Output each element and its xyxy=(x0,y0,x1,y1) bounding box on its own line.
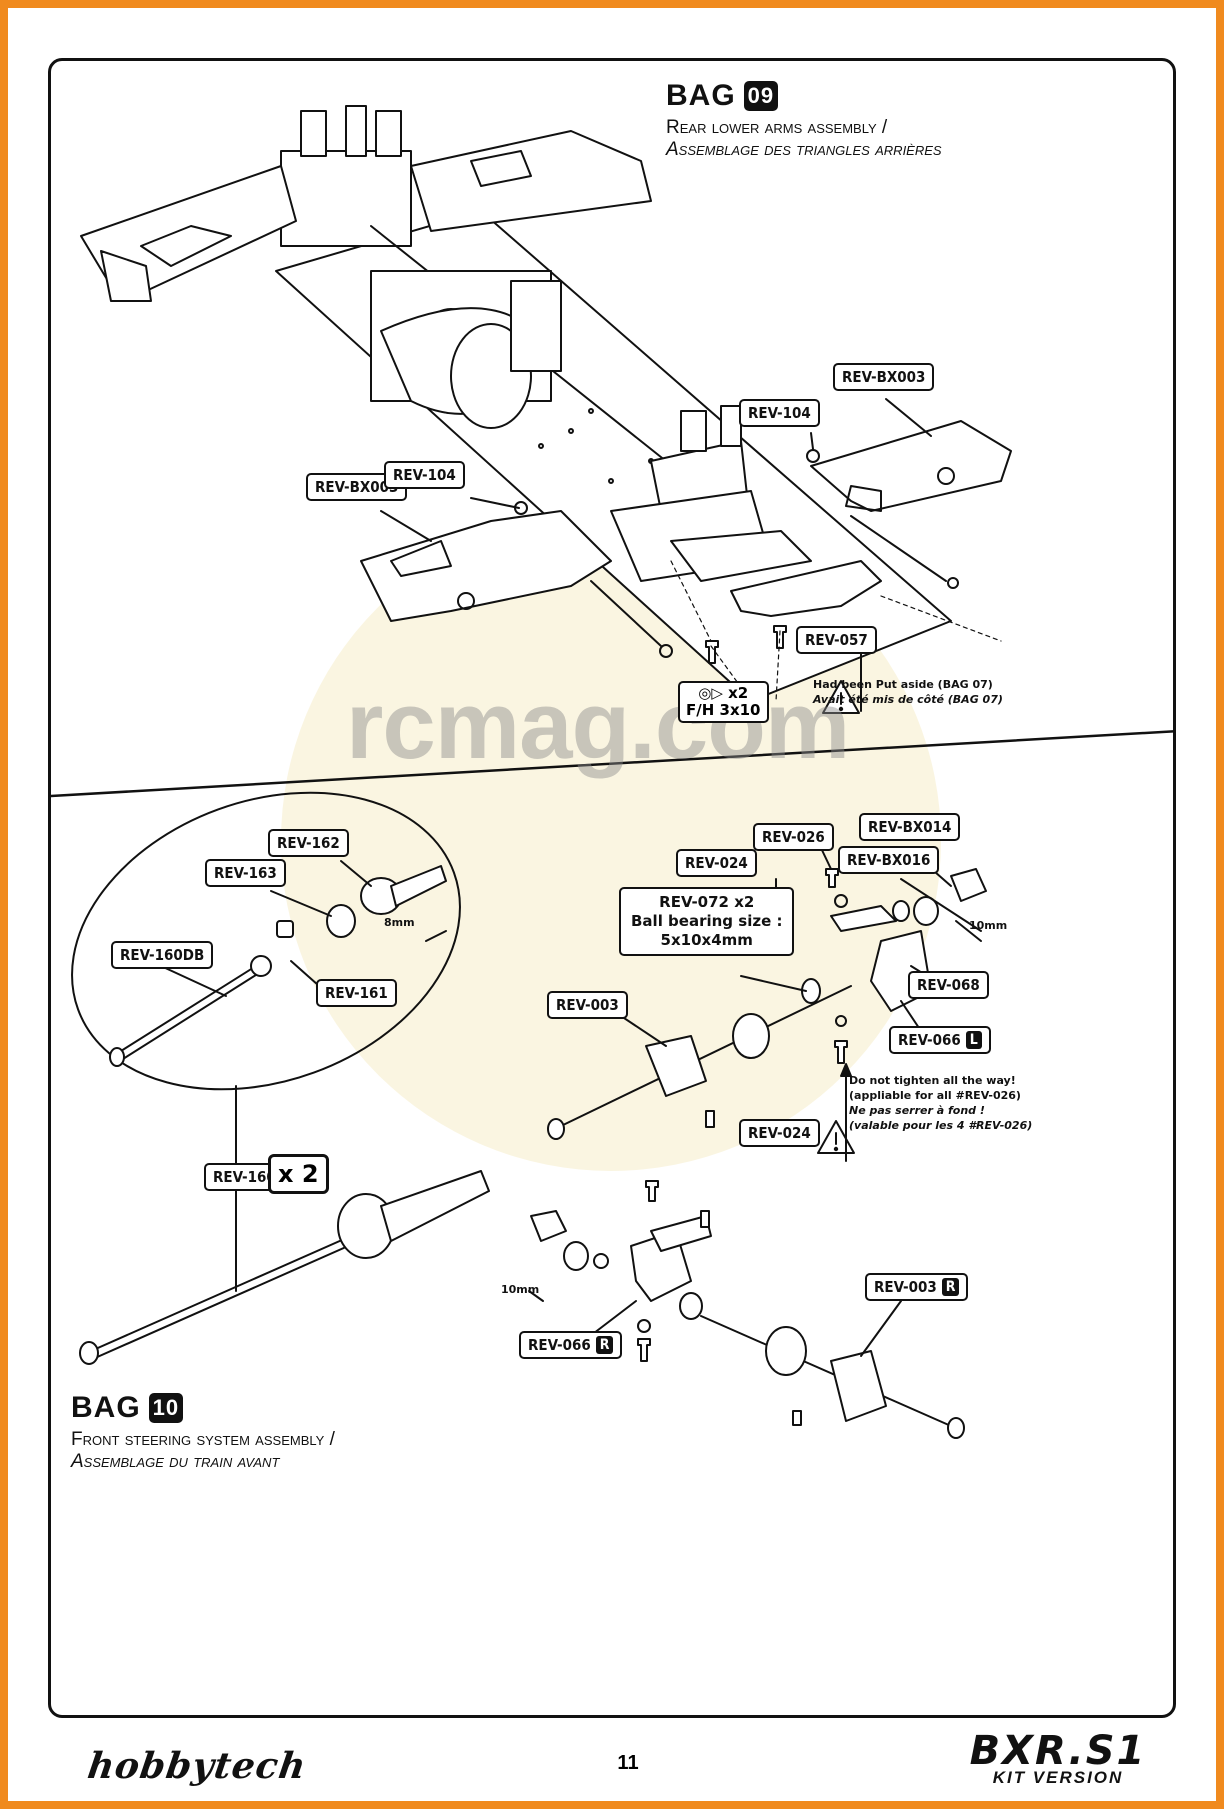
bag10-heading: BAG 10 Front steering system assembly / … xyxy=(71,1391,335,1473)
rev-072-qty: REV-072 x2 xyxy=(659,893,755,911)
tag-rev-162: REV-162 xyxy=(268,829,349,857)
bag09-title: BAG 09 xyxy=(666,79,942,113)
bag10-warning-en-2: (appliable for all #REV-026) xyxy=(849,1089,1021,1102)
bag10-subtitle-en: Front steering system assembly / xyxy=(71,1429,335,1450)
screw-qty: x2 xyxy=(728,684,749,702)
tag-rev-003-left: REV-003 xyxy=(547,991,628,1019)
tag-rev-bx014: REV-BX014 xyxy=(859,813,961,841)
bag09-number: 09 xyxy=(743,81,779,111)
tag-rev-bx003-right: REV-BX003 xyxy=(833,363,935,391)
bag09-warning-note: Had been Put aside (BAG 07) Avait été mi… xyxy=(813,677,1003,707)
bag10-warning-fr-1: Ne pas serrer à fond ! xyxy=(849,1104,985,1117)
screw-tag-fh3x10: ◎▷ x2 F/H 3x10 xyxy=(678,681,769,723)
bag09-heading: BAG 09 Rear lower arms assembly / Assemb… xyxy=(666,79,942,161)
hobbytech-logo: hobbytech xyxy=(85,1745,310,1787)
screw-size: F/H 3x10 xyxy=(686,701,761,719)
rev-066-r-label: REV-066 xyxy=(528,1336,591,1354)
bag09-warning-fr: Avait été mis de côté (BAG 07) xyxy=(813,693,1003,706)
bag10-warning-note: Do not tighten all the way! (appliable f… xyxy=(849,1073,1032,1133)
bag10-subtitle-fr: Assemblage du train avant xyxy=(71,1451,280,1472)
tag-rev-163: REV-163 xyxy=(205,859,286,887)
tag-rev-bx016: REV-BX016 xyxy=(838,846,940,874)
bag10-label: BAG xyxy=(71,1391,141,1424)
right-side-badge-066: R xyxy=(595,1336,614,1354)
bxrs1-logo: BXR.S1 KIT VERSION xyxy=(958,1728,1158,1788)
dim-10mm-left: 10mm xyxy=(501,1283,540,1296)
tag-rev-104-right: REV-104 xyxy=(739,399,820,427)
instruction-frame: rcmag.com BAG 09 Rear lower arms assembl… xyxy=(48,58,1176,1718)
bag10-warning-fr-2: (valable pour les 4 #REV-026) xyxy=(849,1119,1033,1132)
tag-rev-068: REV-068 xyxy=(908,971,989,999)
bag09-subtitle-fr: Assemblage des triangles arrières xyxy=(666,139,942,160)
bag09-subtitle-en: Rear lower arms assembly / xyxy=(666,117,888,138)
tag-rev-024-top: REV-024 xyxy=(676,849,757,877)
watermark-text: rcmag.com xyxy=(346,672,850,779)
page-number: 11 xyxy=(617,1752,639,1774)
tag-rev-072: REV-072 x2 Ball bearing size : 5x10x4mm xyxy=(619,887,795,956)
rev-072-size: 5x10x4mm xyxy=(660,931,753,949)
tag-rev-003-r: REV-003 R xyxy=(865,1273,969,1301)
tag-rev-024-bottom: REV-024 xyxy=(739,1119,820,1147)
right-side-badge: R xyxy=(941,1278,960,1296)
tag-rev-066-l: REV-066 L xyxy=(889,1026,991,1054)
left-side-badge: L xyxy=(965,1031,982,1049)
assembly-drawing xyxy=(51,105,1173,1439)
tag-rev-104-left: REV-104 xyxy=(384,461,465,489)
kit-version-text: KIT VERSION xyxy=(992,1768,1124,1787)
rev-072-label: Ball bearing size : xyxy=(631,912,783,930)
bag10-number: 10 xyxy=(148,1393,184,1423)
tag-rev-026: REV-026 xyxy=(753,823,834,851)
manual-page: rcmag.com BAG 09 Rear lower arms assembl… xyxy=(8,8,1216,1801)
tag-rev-160db: REV-160DB xyxy=(111,941,214,969)
bxrs1-logo-text: BXR.S1 xyxy=(969,1728,1147,1774)
rev-003-r-label: REV-003 xyxy=(874,1278,937,1296)
tag-rev-057: REV-057 xyxy=(796,626,877,654)
bag09-label: BAG xyxy=(666,79,736,112)
bag09-warning-en: Had been Put aside (BAG 07) xyxy=(813,678,993,691)
bag10-warning-en-1: Do not tighten all the way! xyxy=(849,1074,1016,1087)
dim-8mm: 8mm xyxy=(384,916,415,929)
bag10-title: BAG 10 xyxy=(71,1391,335,1425)
tag-rev-161: REV-161 xyxy=(316,979,397,1007)
dim-10mm-right: 10mm xyxy=(969,919,1008,932)
screw-icon: ◎▷ xyxy=(698,684,723,702)
tag-rev-066-r: REV-066 R xyxy=(519,1331,623,1359)
rev-160-quantity: x 2 xyxy=(268,1154,329,1194)
rev-066-l-label: REV-066 xyxy=(898,1031,961,1049)
